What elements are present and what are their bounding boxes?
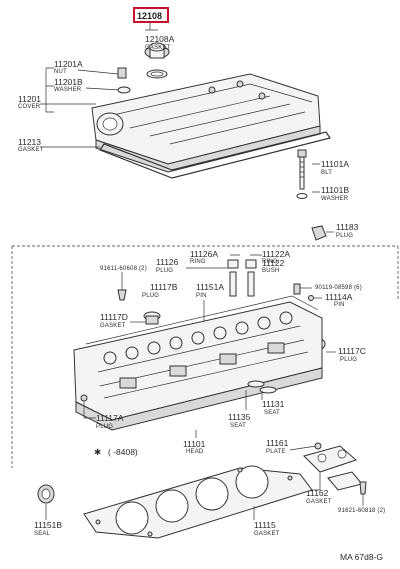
label-11131: 11131 xyxy=(262,399,285,409)
label-11151a-name: PIN xyxy=(196,293,207,299)
label-11183-name: PLUG xyxy=(336,233,353,239)
label-11151b: 11151B xyxy=(34,520,62,530)
washer-drawing xyxy=(117,86,131,94)
cover-gasket-drawing xyxy=(99,131,331,179)
label-11117d-name: GASKET xyxy=(100,323,126,329)
pin-11114a-drawing xyxy=(308,295,314,301)
label-11151a: 11151A xyxy=(196,282,224,292)
label-11117d: 11117D xyxy=(100,312,128,322)
plug-11117a-drawing xyxy=(80,394,88,402)
label-11117b: 11117B xyxy=(150,282,178,292)
oil-filler-cap-drawing xyxy=(144,42,170,79)
label-11213: 11213 xyxy=(18,137,41,147)
label-11126a: 11126A xyxy=(190,249,218,259)
label-11117a: 11117A xyxy=(96,413,124,423)
label-91611: 91611-60608 (2) xyxy=(100,266,147,272)
label-11161: 11161 xyxy=(266,438,289,448)
label-11101b: 11101B xyxy=(321,185,349,195)
label-11213-name: GASKET xyxy=(18,147,44,153)
note-range: ( -8408) xyxy=(108,447,138,457)
label-11122a-name: RING xyxy=(262,259,278,265)
label-11115: 11115 xyxy=(254,520,276,530)
label-11101: 11101 xyxy=(183,439,206,449)
highlighted-part-number: 12108 xyxy=(137,11,162,21)
label-11101a: 11101A xyxy=(321,159,349,169)
label-11201b-name: WASHER xyxy=(54,87,82,93)
label-11117c: 11117C xyxy=(338,346,366,356)
label-11101b-name: WASHER xyxy=(321,196,349,202)
bolt-washer-drawing xyxy=(296,193,308,199)
label-11126: 11126 xyxy=(156,257,179,267)
label-11151b-name: SEAL xyxy=(34,531,51,537)
label-11161-name: PLATE xyxy=(266,449,286,455)
reference-code: MA 67d8-G xyxy=(340,552,383,562)
label-11162: 11162 xyxy=(306,488,329,498)
label-11122a: 11122A xyxy=(262,249,290,259)
label-11183: 11183 xyxy=(336,222,359,232)
label-11135-name: SEAT xyxy=(230,423,246,429)
label-11122: 11122 xyxy=(262,258,285,268)
label-11201b: 11201B xyxy=(54,77,83,87)
label-11117a-name: PLUG xyxy=(96,424,113,430)
head-gasket-drawing xyxy=(83,465,313,539)
bolt-91621-drawing xyxy=(359,481,367,495)
label-11201a-name: NUT xyxy=(54,69,67,75)
label-11131-name: SEAT xyxy=(264,410,280,416)
label-12108a: 12108A xyxy=(145,34,175,44)
label-91621: 91621-60818 (2) xyxy=(338,508,385,514)
label-11117c-name: PLUG xyxy=(340,357,357,363)
plug-11183-drawing xyxy=(311,225,327,241)
seat-11135-drawing xyxy=(259,386,277,394)
label-11114a-name: PIN xyxy=(334,302,345,308)
seat-11131-drawing xyxy=(247,380,265,388)
label-11162-name: GASKET xyxy=(306,499,332,505)
label-11115-name: GASKET xyxy=(254,531,280,537)
label-11122-name: BUSH xyxy=(262,268,279,274)
label-11117b-name: PLUG xyxy=(142,293,159,299)
label-11201: 11201 xyxy=(18,94,41,104)
label-11114a: 11114A xyxy=(325,292,353,302)
label-11126-name: PLUG xyxy=(156,268,173,274)
label-11201-name: COVER xyxy=(18,104,41,110)
plate-11161-drawing xyxy=(303,442,357,473)
highlighted-part-box[interactable]: 12108 xyxy=(133,7,169,23)
label-11101-name: HEAD xyxy=(186,449,204,455)
note-symbol: ✱ xyxy=(94,447,101,457)
label-11126a-name: RING xyxy=(190,259,206,265)
label-11201a: 11201A xyxy=(54,59,83,69)
bush-drawings xyxy=(227,259,257,297)
plug-11117b-drawing xyxy=(143,311,161,325)
bolt-91611-drawing xyxy=(117,289,127,301)
label-90119: 90119-08598 (6) xyxy=(315,285,362,291)
bolt-90119-drawing xyxy=(293,283,301,295)
gasket-11162-drawing xyxy=(327,471,363,491)
label-12108a-name: GASKET xyxy=(145,45,171,51)
bolt-drawing xyxy=(297,149,307,190)
label-11101a-name: BLT xyxy=(321,170,332,176)
label-11135: 11135 xyxy=(228,412,251,422)
nut-drawing xyxy=(117,67,127,79)
